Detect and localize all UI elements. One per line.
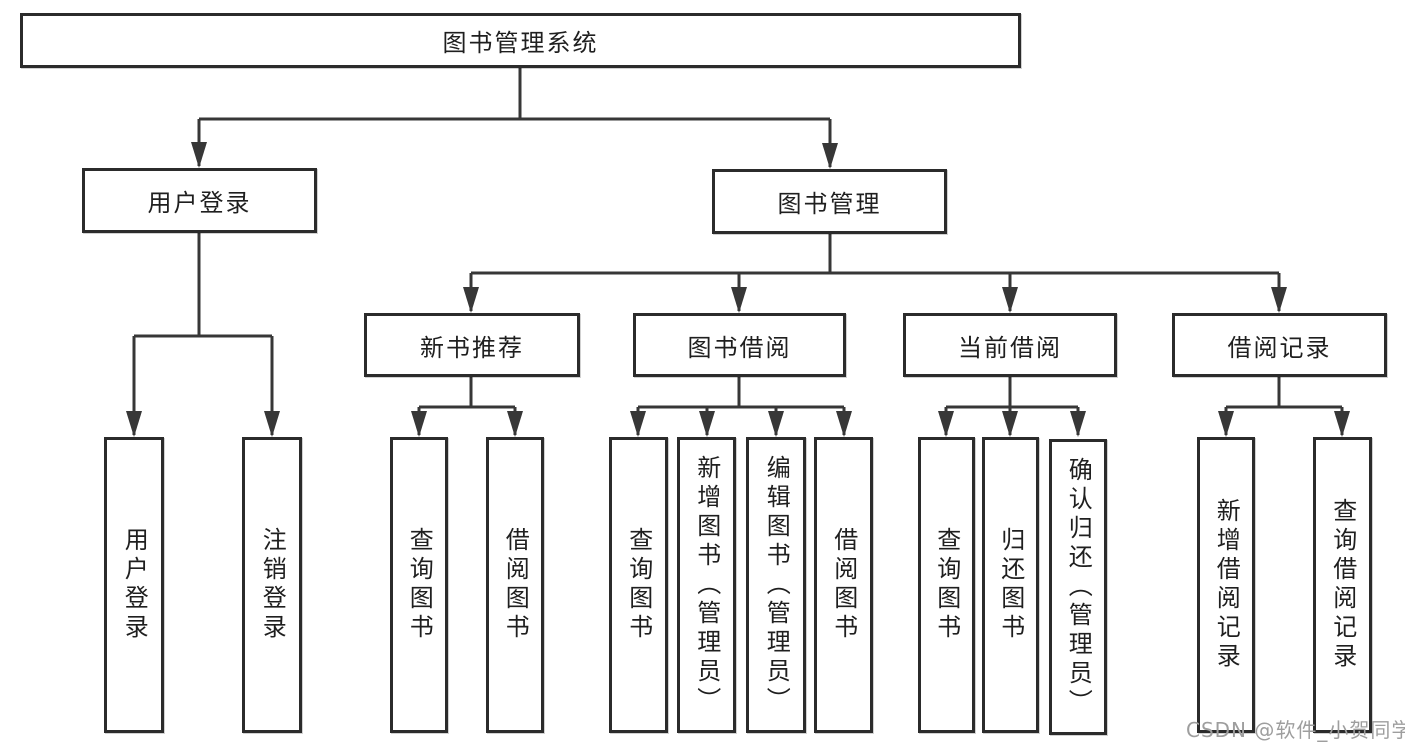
node-borrowing-records: 借阅记录 xyxy=(1172,313,1387,377)
leaf-logout: 注销登录 xyxy=(242,437,302,733)
leaf-bb-borrow-books: 借阅图书 xyxy=(814,437,873,733)
leaf-bb-edit-books-admin: 编辑图书（管理员） xyxy=(746,437,806,733)
leaf-user-login: 用户登录 xyxy=(104,437,164,733)
node-book-borrowing: 图书借阅 xyxy=(633,313,846,377)
node-current-borrowing: 当前借阅 xyxy=(903,313,1117,377)
leaf-br-add-record: 新增借阅记录 xyxy=(1197,437,1255,733)
leaf-nb-query-books: 查询图书 xyxy=(390,437,448,733)
watermark: CSDN @软件_小贺同学 xyxy=(1186,718,1405,742)
leaf-bb-add-books-admin: 新增图书（管理员） xyxy=(677,437,736,733)
connector-lines xyxy=(132,66,1344,435)
node-new-book-recommendation: 新书推荐 xyxy=(364,313,580,377)
leaf-nb-borrow-books: 借阅图书 xyxy=(486,437,544,733)
node-user-login: 用户登录 xyxy=(82,168,317,233)
connector-arrowheads xyxy=(126,142,1350,437)
leaf-cb-confirm-return-admin: 确认归还（管理员） xyxy=(1049,439,1107,735)
leaf-cb-query-books: 查询图书 xyxy=(918,437,975,733)
node-root: 图书管理系统 xyxy=(20,13,1021,68)
node-book-management: 图书管理 xyxy=(712,169,947,234)
leaf-cb-return-books: 归还图书 xyxy=(982,437,1039,733)
leaf-br-query-record: 查询借阅记录 xyxy=(1313,437,1372,733)
leaf-bb-query-books: 查询图书 xyxy=(609,437,668,733)
